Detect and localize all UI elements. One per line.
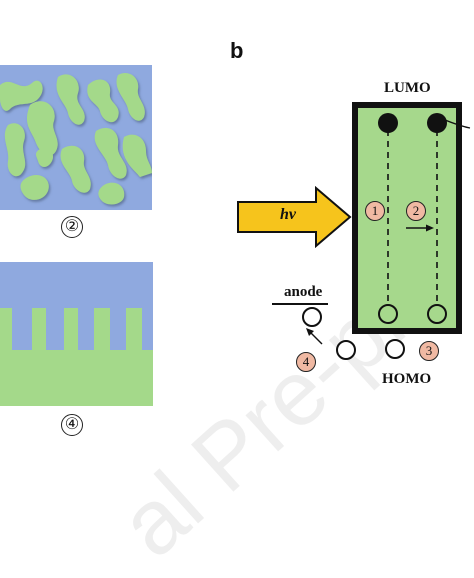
lumo-label: LUMO (384, 80, 431, 96)
bottom-panel-caption: ④ (61, 414, 83, 436)
top-panel-caption: ② (61, 216, 83, 238)
light-arrow (237, 186, 352, 248)
homo-hole-left (378, 304, 398, 324)
step-1-badge: 1 (365, 201, 385, 221)
ordered-heterojunction-panel (0, 262, 153, 406)
step-4-badge: 4 (296, 352, 316, 372)
lumo-electron-right (427, 113, 447, 133)
extracted-hole (385, 339, 405, 359)
homo-hole-right (427, 304, 447, 324)
anode-hole (302, 307, 322, 327)
bulk-heterojunction-panel (0, 65, 152, 210)
lumo-electron-left (378, 113, 398, 133)
anode-label: anode (284, 284, 323, 300)
step-2-badge: 2 (406, 201, 426, 221)
migrating-hole (336, 340, 356, 360)
step-3-badge: 3 (419, 341, 439, 361)
light-label: hv (280, 206, 296, 223)
homo-label: HOMO (382, 371, 432, 387)
panel-b-label: b (230, 38, 244, 63)
